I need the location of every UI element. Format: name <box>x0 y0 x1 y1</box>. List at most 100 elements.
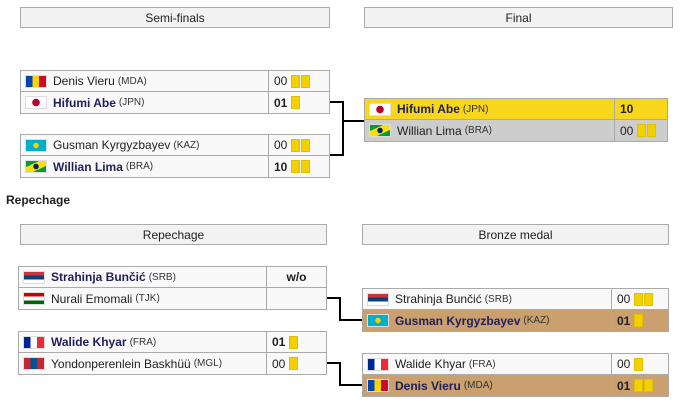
yellow-card-icon <box>634 379 644 392</box>
competitor-name-cell: Strahinja Bunčić(SRB) <box>18 266 267 288</box>
country-code: (FRA) <box>129 336 157 348</box>
shido-cards <box>290 138 311 152</box>
country-code: (KAZ) <box>173 139 200 151</box>
score-cell: 00 <box>612 288 669 310</box>
flag-mda-icon <box>25 74 47 88</box>
competitor-row: Willian Lima(BRA)10 <box>20 156 330 178</box>
score-cell: 10 <box>615 98 668 120</box>
competitor-name-cell: Strahinja Bunčić(SRB) <box>362 288 612 310</box>
flag-fra-icon <box>367 357 389 371</box>
yellow-card-icon <box>644 379 654 392</box>
competitor-row: Hifumi Abe(JPN) 10 <box>364 98 668 120</box>
country-code: (TJK) <box>135 293 160 304</box>
athlete-name[interactable]: Denis Vieru <box>53 74 115 88</box>
bracket-line <box>339 384 362 386</box>
competitor-row: Strahinja Bunčić(SRB) 00 <box>362 288 669 310</box>
score-value: w/o <box>286 270 307 284</box>
yellow-card-icon <box>634 292 644 306</box>
athlete-name[interactable]: Denis Vieru <box>395 378 461 393</box>
yellow-card-icon <box>634 357 644 371</box>
score-cell: 00 <box>269 70 330 92</box>
competitor-name-cell: Hifumi Abe(JPN) <box>364 98 615 120</box>
bracket-line <box>339 319 362 321</box>
score-cell: 00 <box>612 353 669 375</box>
athlete-name[interactable]: Hifumi Abe <box>53 95 116 110</box>
country-code: (MDA) <box>117 75 147 87</box>
score-value: 00 <box>274 74 288 88</box>
athlete-name[interactable]: Walide Khyar <box>51 335 127 349</box>
score-value: 00 <box>272 356 286 371</box>
flag-jpn-icon <box>369 102 391 116</box>
flag-bra-icon <box>25 160 47 173</box>
competitor-row: Hifumi Abe(JPN) 01 <box>20 92 330 114</box>
competitor-row: Denis Vieru(MDA)01 <box>362 375 669 397</box>
score-cell: 00 <box>615 120 668 142</box>
header-final: Final <box>364 7 673 28</box>
competitor-name-cell: Yondonperenlein Baskhüü(MGL) <box>18 353 267 375</box>
section-title-repechage: Repechage <box>6 193 71 207</box>
flag-srb-icon <box>23 270 45 284</box>
country-code: (SRB) <box>484 293 512 305</box>
score-value: 01 <box>274 95 288 110</box>
score-cell: w/o <box>267 266 327 288</box>
yellow-card-icon <box>301 74 311 88</box>
competitor-name-cell: Gusman Kyrgyzbayev(KAZ) <box>20 134 269 156</box>
yellow-card-icon <box>644 292 654 306</box>
score-cell <box>267 288 327 310</box>
shido-cards <box>633 314 644 327</box>
competitor-name-cell: Hifumi Abe(JPN) <box>20 92 269 114</box>
score-value: 10 <box>620 102 634 116</box>
athlete-name[interactable]: Walide Khyar <box>395 357 466 371</box>
shido-cards <box>290 160 311 173</box>
country-code: (JPN) <box>118 97 145 108</box>
athlete-name[interactable]: Strahinja Bunčić <box>395 292 482 306</box>
yellow-card-icon <box>289 335 299 349</box>
flag-bra-icon <box>369 124 391 137</box>
athlete-name[interactable]: Yondonperenlein Baskhüü <box>51 356 191 371</box>
yellow-card-icon <box>301 160 311 173</box>
country-code: (MDA) <box>463 380 493 391</box>
country-code: (MGL) <box>193 358 223 369</box>
yellow-card-icon <box>291 74 301 88</box>
competitor-row: Gusman Kyrgyzbayev(KAZ) 00 <box>20 134 330 156</box>
score-value: 00 <box>617 292 631 306</box>
athlete-name[interactable]: Willian Lima <box>397 123 462 138</box>
country-code: (JPN) <box>462 103 489 115</box>
athlete-name[interactable]: Gusman Kyrgyzbayev <box>53 138 171 152</box>
shido-cards <box>288 357 299 370</box>
athlete-name[interactable]: Gusman Kyrgyzbayev <box>395 313 521 328</box>
shido-cards <box>290 74 311 88</box>
yellow-card-icon <box>289 357 299 370</box>
score-value: 00 <box>620 123 634 138</box>
competitor-name-cell: Gusman Kyrgyzbayev(KAZ) <box>362 310 612 332</box>
flag-fra-icon <box>23 335 45 349</box>
score-cell: 10 <box>269 156 330 178</box>
athlete-name[interactable]: Hifumi Abe <box>397 102 460 116</box>
competitor-row: Walide Khyar(FRA) 01 <box>18 331 327 353</box>
shido-cards <box>633 292 654 306</box>
bracket-line <box>330 101 344 103</box>
shido-cards <box>633 357 644 371</box>
score-value: 00 <box>274 138 288 152</box>
flag-mgl-icon <box>23 357 45 370</box>
competitor-name-cell: Willian Lima(BRA) <box>364 120 615 142</box>
score-value: 01 <box>272 335 286 349</box>
yellow-card-icon <box>291 138 301 152</box>
flag-kaz-icon <box>25 138 47 152</box>
competitor-name-cell: Nurali Emomali(TJK) <box>18 288 267 310</box>
bracket-line <box>327 362 341 364</box>
yellow-card-icon <box>647 124 657 137</box>
score-value: 00 <box>617 357 631 371</box>
score-cell: 01 <box>612 310 669 332</box>
competitor-name-cell: Willian Lima(BRA) <box>20 156 269 178</box>
athlete-name[interactable]: Willian Lima <box>53 159 123 174</box>
competitor-name-cell: Walide Khyar(FRA) <box>18 331 267 353</box>
athlete-name[interactable]: Nurali Emomali <box>51 291 133 306</box>
athlete-name[interactable]: Strahinja Bunčić <box>51 270 146 284</box>
yellow-card-icon <box>301 138 311 152</box>
shido-cards <box>290 96 301 109</box>
